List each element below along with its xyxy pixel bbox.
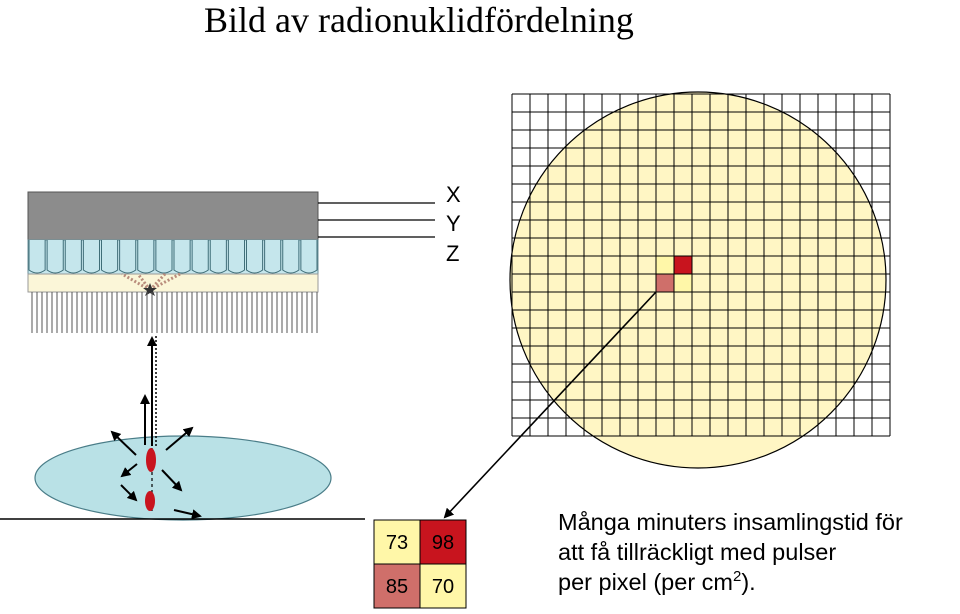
pixel-value-1: 98 <box>432 532 454 554</box>
pixel-value-table: 73 98 85 70 <box>373 519 467 609</box>
pmt-tube <box>173 240 191 274</box>
caption-line-3-suffix: ). <box>741 569 756 595</box>
pixel-grid <box>511 93 891 437</box>
pixel-cell-1 <box>419 519 467 565</box>
pmt-tube <box>246 240 264 274</box>
caption-line-1: Många minuters insamlingstid för <box>558 509 903 535</box>
pixel-value-3: 70 <box>432 576 454 598</box>
radioactive-source-2 <box>145 491 155 511</box>
caption: Många minuters insamlingstid för att få … <box>558 507 903 597</box>
pmt-tube <box>227 240 245 274</box>
pmt-tube <box>209 240 227 274</box>
highlight-cell-85 <box>656 274 674 292</box>
scintillation-crystal <box>27 273 319 293</box>
highlight-cell-70 <box>674 274 692 292</box>
pmt-tube <box>282 240 300 274</box>
pmt-tube <box>264 240 282 274</box>
caption-line-2: att få tillräckligt med pulser <box>558 539 837 565</box>
caption-line-3-prefix: per pixel (per cm <box>558 569 733 595</box>
highlight-cell-98 <box>674 256 692 274</box>
zoom-arrow <box>443 291 657 519</box>
pixel-cell-3 <box>419 563 467 609</box>
patient-body <box>34 435 332 521</box>
pmt-tube <box>137 240 155 274</box>
image-field-disk <box>509 91 887 469</box>
collimator <box>31 292 318 333</box>
pixel-cell-0 <box>373 519 421 565</box>
radioactive-source-1 <box>146 448 156 472</box>
pmt-tube <box>155 240 173 274</box>
photomultiplier-tubes <box>27 239 319 275</box>
pmt-tube <box>191 240 209 274</box>
pmt-tube <box>101 240 119 274</box>
pmt-tube <box>119 240 137 274</box>
pixel-value-2: 85 <box>386 576 408 598</box>
highlight-cell-73 <box>656 256 674 274</box>
caption-line-3: per pixel (per cm2). <box>558 567 903 597</box>
scattered-photon-arrows <box>110 426 202 520</box>
pmt-tube <box>64 240 82 274</box>
axis-label-y: Y <box>446 211 461 236</box>
pixel-value-0: 73 <box>386 532 408 554</box>
caption-superscript: 2 <box>733 568 742 586</box>
detector-housing <box>27 191 319 241</box>
pmt-tube <box>82 240 100 274</box>
pmt-tube <box>300 240 318 274</box>
slide-title: Bild av radionuklidfördelning <box>204 0 634 40</box>
pmt-tube <box>46 240 64 274</box>
axis-label-x: X <box>446 182 461 207</box>
light-spread <box>121 272 181 292</box>
pmt-tube <box>28 240 46 274</box>
axis-label-z: Z <box>446 241 460 266</box>
